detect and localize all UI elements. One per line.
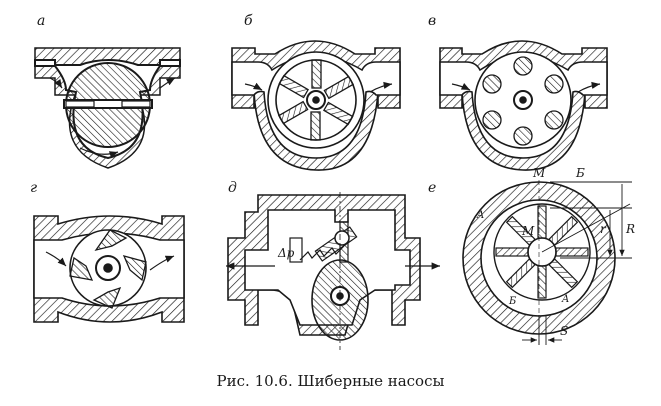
panel-label-e: е (428, 180, 437, 196)
label-b-top: Б (576, 166, 585, 180)
pump-a (34, 47, 181, 169)
pump-g (33, 215, 185, 323)
label-s: S (560, 324, 569, 338)
label-m-inner: M (522, 224, 535, 238)
label-m-top: M (533, 166, 546, 180)
pressure-diff-label: Δp (278, 246, 295, 260)
label-r-small: r (600, 222, 606, 236)
pump-e (462, 180, 632, 345)
label-a-right: A (562, 294, 570, 305)
label-b-small: Б (509, 296, 517, 307)
panel-label-a: а (37, 13, 46, 29)
panel-label-d: д (228, 180, 237, 196)
figure-caption: Рис. 10.6. Шиберные насосы (216, 372, 445, 390)
label-r-large: R (626, 222, 636, 236)
panel-label-b: б (244, 13, 253, 29)
label-a-left: A (477, 210, 485, 221)
panel-label-v: в (428, 13, 437, 29)
pump-v (439, 40, 608, 171)
pump-d (226, 192, 440, 350)
panel-label-g: г (30, 180, 38, 196)
pump-b (231, 40, 401, 171)
